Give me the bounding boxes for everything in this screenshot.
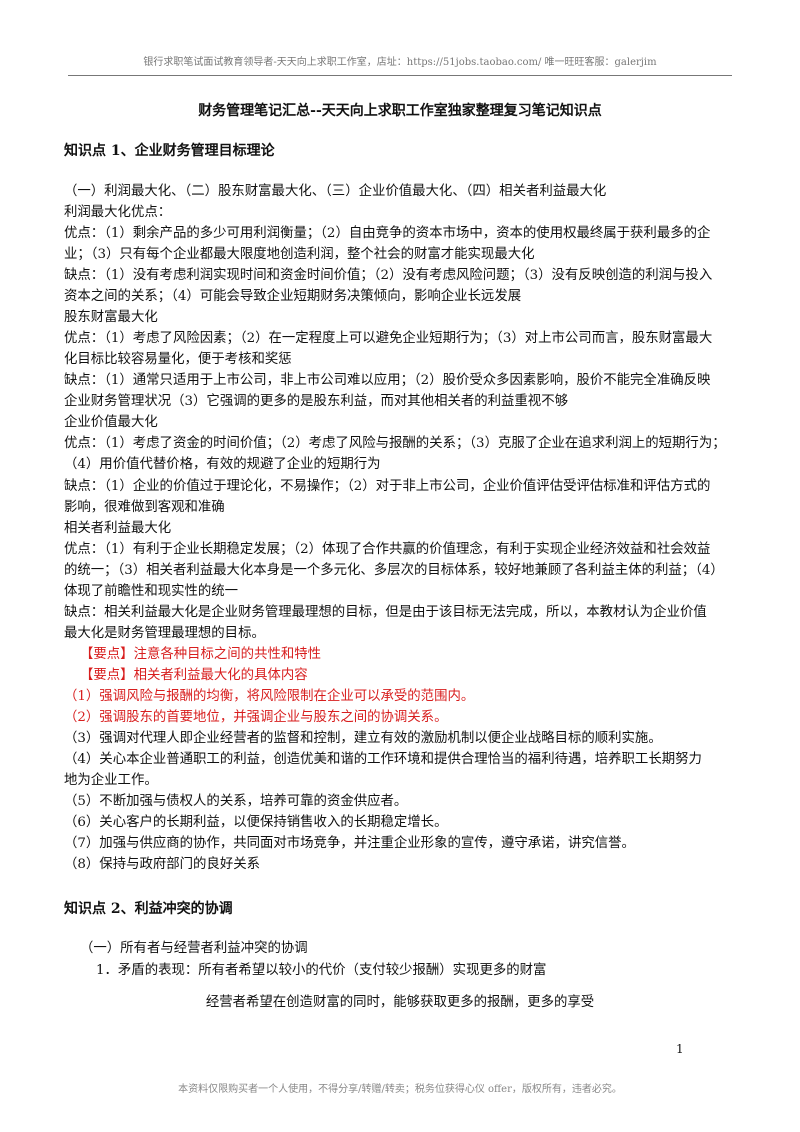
page-header: 银行求职笔试面试教育领导者-天天向上求职工作室，店址：https://51job… — [68, 51, 732, 76]
keypoint-2: 【要点】相关者利益最大化的具体内容 — [80, 665, 760, 686]
list-item-7: （7）加强与供应商的协作，共同面对市场竞争，并注重企业形象的宣传，遵守承诺，讲究… — [64, 836, 635, 851]
text-line: 1．矛盾的表现：所有者希望以较小的代价（支付较少报酬）实现更多的财富 — [96, 963, 547, 978]
text-line: （一）利润最大化、（二）股东财富最大化、（三）企业价值最大化、（四）相关者利益最… — [64, 184, 607, 199]
text-line: 企业财务管理状况（3）它强调的更多的是股东利益，而对其他相关者的利益重视不够 — [64, 394, 568, 409]
text-line: 优点：（1）有利于企业长期稳定发展；（2）体现了合作共赢的价值理念，有利于实现企… — [64, 542, 711, 557]
document-title: 财务管理笔记汇总--天天向上求职工作室独家整理复习笔记知识点 — [198, 103, 602, 119]
text-line: 缺点：（1）通常只适用于上市公司，非上市公司难以应用；（2）股价受众多因素影响，… — [64, 373, 711, 388]
page-footer: 本资料仅限购买者一个人使用，不得分享/转赠/转卖；税务位获得心仪 offer，版… — [178, 1084, 622, 1095]
subsection-heading: （一）所有者与经营者利益冲突的协调 — [80, 941, 308, 956]
list-item-2: （2）强调股东的首要地位，并强调企业与股东之间的协调关系。 — [64, 710, 448, 725]
page-number: 1 — [676, 1042, 684, 1056]
text-line: 优点：（1）考虑了风险因素；（2）在一定程度上可以避免企业短期行为；（3）对上市… — [64, 331, 713, 346]
list-item-5: （5）不断加强与债权人的关系，培养可靠的资金供应者。 — [64, 794, 408, 809]
text-line: 相关者利益最大化 — [64, 521, 172, 536]
keypoint-1: 【要点】注意各种目标之间的共性和特性 — [80, 644, 760, 665]
text-line: （4）用价值代替价格，有效的规避了企业的短期行为 — [64, 457, 381, 472]
list-item-6: （6）关心客户的长期利益，以便保持销售收入的长期稳定增长。 — [64, 815, 448, 830]
text-line: 优点：（1）考虑了资金的时间价值；（2）考虑了风险与报酬的关系；（3）克服了企业… — [64, 436, 726, 451]
keypoint-text: 相关者利益最大化的具体内容 — [133, 668, 308, 683]
text-line: 优点：（1）剩余产品的多少可用利润衡量；（2）自由竞争的资本市场中，资本的使用权… — [64, 226, 711, 241]
keypoint-text: 注意各种目标之间的共性和特性 — [133, 647, 322, 662]
section-heading-2: 知识点 2、利益冲突的协调 — [64, 901, 233, 917]
text-line: 影响，很难做到客观和准确 — [64, 500, 225, 515]
text-line: 业；（3）只有每个企业都最大限度地创造利润，整个社会的财富才能实现最大化 — [64, 247, 535, 262]
text-line: 企业价值最大化 — [64, 415, 158, 430]
text-line: 体现了前瞻性和现实性的统一 — [64, 584, 239, 599]
text-line: 缺点：（1）没有考虑利润实现时间和资金时间价值；（2）没有考虑风险问题；（3）没… — [64, 268, 713, 283]
text-line: 缺点：相关利益最大化是企业财务管理最理想的目标，但是由于该目标无法完成，所以，本… — [64, 605, 707, 620]
text-line: 资本之间的关系；（4）可能会导致企业短期财务决策倾向，影响企业长远发展 — [64, 289, 522, 304]
text-line-centered: 经营者希望在创造财富的同时，能够获取更多的报酬，更多的享受 — [205, 995, 595, 1010]
text-line: 缺点：（1）企业的价值过于理论化，不易操作；（2）对于非上市公司，企业价值评估受… — [64, 479, 711, 494]
keypoint-tag: 【要点】 — [80, 647, 134, 662]
text-line: 最大化是财务管理最理想的目标。 — [64, 626, 265, 641]
text-line: 股东财富最大化 — [64, 310, 158, 325]
list-item-3: （3）强调对代理人即企业经营者的监督和控制，建立有效的激励机制以便企业战略目标的… — [64, 731, 662, 746]
list-item-4-cont: 地为企业工作。 — [64, 773, 158, 788]
list-item-1: （1）强调风险与报酬的均衡，将风险限制在企业可以承受的范围内。 — [64, 689, 475, 704]
text-line: 利润最大化优点： — [64, 205, 172, 220]
keypoint-tag: 【要点】 — [80, 668, 134, 683]
list-item-8: （8）保持与政府部门的良好关系 — [64, 857, 260, 872]
list-item-4: （4）关心本企业普通职工的利益，创造优美和谐的工作环境和提供合理恰当的福利待遇，… — [64, 752, 702, 767]
text-line: 化目标比较容易量化，便于考核和奖惩 — [64, 352, 292, 367]
text-line: 的统一；（3）相关者利益最大化本身是一个多元化、多层次的目标体系，较好地兼顾了各… — [64, 563, 724, 578]
section-heading-1: 知识点 1、企业财务管理目标理论 — [64, 143, 275, 159]
